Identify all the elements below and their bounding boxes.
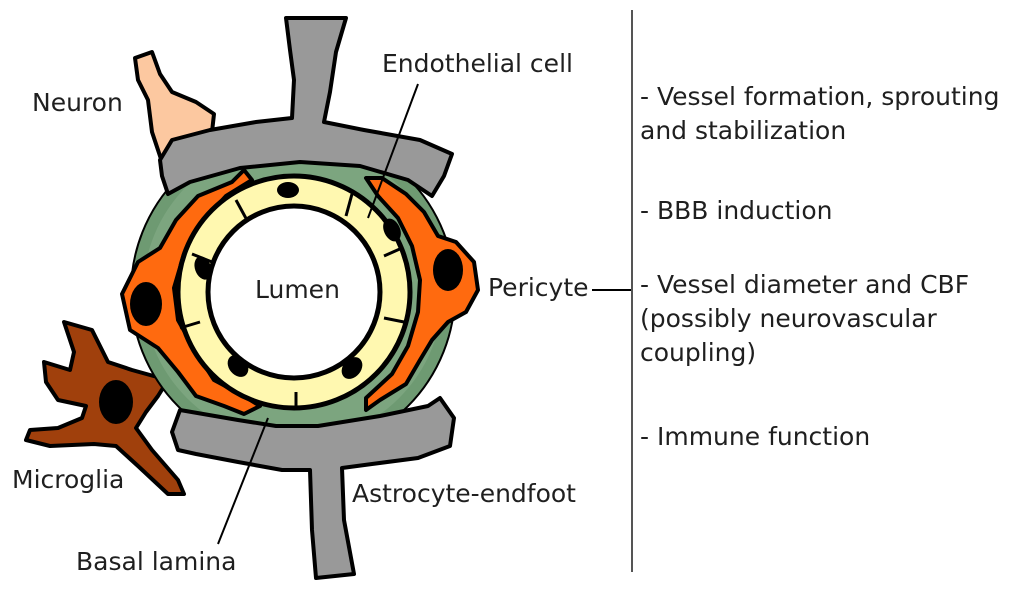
function-line: - Vessel formation, sprouting	[640, 82, 1000, 111]
function-bbb-induction: - BBB induction	[640, 194, 1020, 228]
function-vessel-formation: - Vessel formation, sprouting and stabil…	[640, 80, 1020, 148]
label-pericyte: Pericyte	[488, 273, 589, 302]
pericyte-right-nucleus	[433, 249, 463, 291]
label-neuron: Neuron	[32, 88, 123, 117]
microglia-nucleus	[99, 380, 133, 424]
function-line: - Immune function	[640, 422, 871, 451]
pericyte-left-nucleus	[130, 282, 162, 326]
function-vessel-diameter: - Vessel diameter and CBF (possibly neur…	[640, 268, 1020, 370]
endothelial-leader	[367, 83, 419, 219]
label-endothelial-cell: Endothelial cell	[382, 49, 573, 78]
astrocyte-endfoot-top	[158, 16, 454, 198]
lumen	[205, 203, 383, 381]
label-basal-lamina: Basal lamina	[76, 547, 236, 576]
endothelial-nuclei	[194, 182, 401, 379]
label-microglia: Microglia	[12, 465, 124, 494]
function-line: and stabilization	[640, 116, 847, 145]
pericyte-right	[364, 176, 480, 412]
label-astrocyte-endfoot: Astrocyte-endfoot	[352, 479, 576, 508]
astrocyte-endfoot-bottom	[170, 396, 456, 580]
function-immune: - Immune function	[640, 420, 1020, 454]
function-line: - Vessel diameter and CBF	[640, 270, 970, 299]
function-line: - BBB induction	[640, 196, 833, 225]
function-line: (possibly neurovascular	[640, 304, 937, 333]
label-lumen: Lumen	[255, 275, 340, 304]
function-line: coupling)	[640, 338, 757, 367]
basal-lamina-leader	[217, 417, 269, 545]
